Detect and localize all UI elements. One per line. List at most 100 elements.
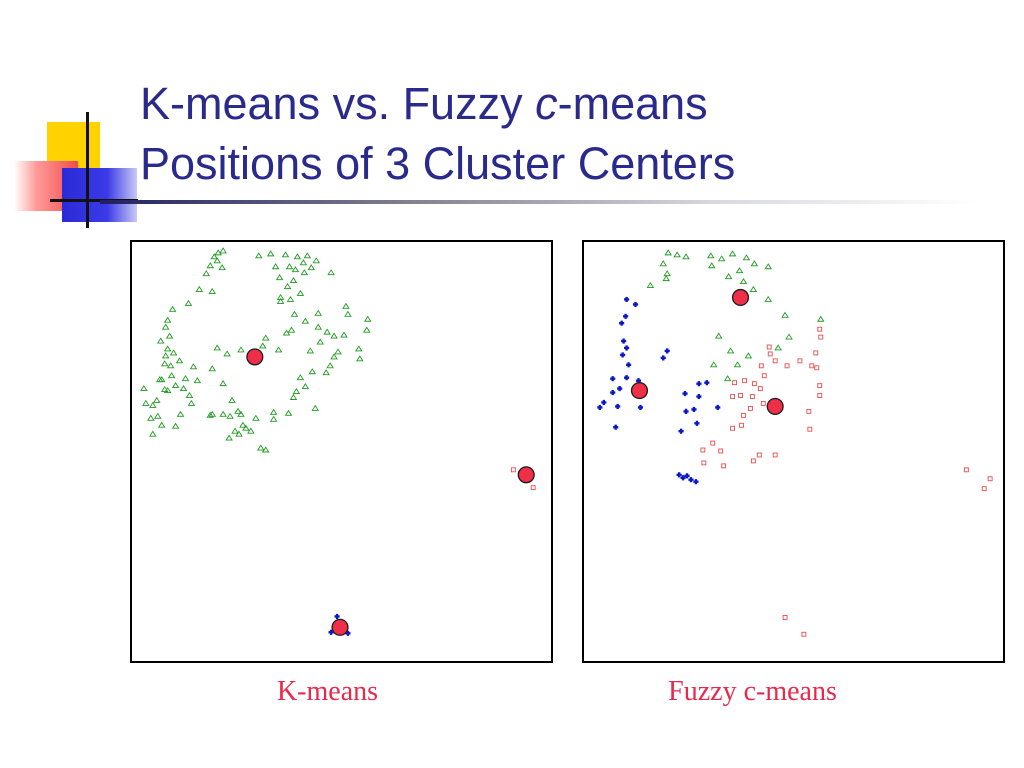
blue-cluster-point: [624, 375, 630, 381]
green-cluster-point: [659, 260, 668, 267]
green-cluster-point: [312, 257, 321, 264]
red-cluster-point: [814, 365, 820, 371]
green-cluster-point: [214, 249, 222, 256]
green-cluster-point: [749, 285, 758, 292]
green-cluster-point: [213, 257, 221, 264]
green-cluster-point: [291, 266, 300, 273]
title-underline: [100, 200, 980, 204]
red-cluster-point: [742, 378, 747, 384]
blue-cluster-point: [610, 376, 616, 382]
green-cluster-point: [142, 399, 150, 406]
green-cluster-point: [728, 250, 737, 257]
red-cluster-point: [767, 351, 773, 357]
blue-cluster-point: [601, 399, 607, 406]
blue-cluster-point: [624, 345, 630, 351]
green-cluster-point: [149, 401, 157, 408]
green-cluster-point: [300, 269, 309, 276]
green-cluster-point: [723, 375, 732, 382]
green-cluster-point: [682, 253, 690, 260]
green-cluster-point: [239, 421, 247, 428]
green-cluster-point: [286, 295, 295, 302]
red-cluster-point: [750, 458, 756, 464]
blue-cluster-point: [610, 389, 616, 396]
green-cluster-point: [269, 408, 278, 415]
green-cluster-point: [299, 259, 308, 266]
blue-cluster-point: [715, 404, 721, 410]
green-cluster-point: [362, 326, 371, 333]
decor-horizontal-line: [50, 199, 138, 202]
green-cluster-point: [663, 270, 671, 277]
green-cluster-point: [271, 263, 280, 270]
green-cluster-point: [219, 380, 227, 387]
red-cluster-point: [749, 394, 755, 399]
slide-title-line-2: Positions of 3 Cluster Centers: [140, 138, 736, 189]
blue-cluster-point: [660, 355, 666, 361]
red-cluster-point: [813, 350, 819, 356]
blue-cluster-point: [632, 301, 639, 307]
green-cluster-point: [219, 410, 227, 417]
green-cluster-point: [709, 361, 718, 368]
red-cluster-point: [758, 363, 764, 369]
green-cluster-point: [261, 446, 270, 453]
green-cluster-point: [717, 255, 726, 262]
green-cluster-point: [219, 247, 227, 254]
blue-cluster-point: [621, 338, 627, 344]
green-cluster-point: [314, 309, 322, 316]
green-cluster-point: [163, 345, 172, 352]
green-cluster-point: [726, 347, 735, 354]
blue-cluster-point: [345, 630, 351, 636]
red-cluster-point: [739, 422, 744, 428]
green-cluster-point: [326, 362, 334, 369]
green-cluster-point: [281, 251, 290, 258]
green-cluster-point: [256, 444, 265, 451]
green-cluster-point: [206, 411, 215, 418]
green-cluster-point: [181, 375, 190, 382]
green-cluster-point: [140, 384, 148, 392]
green-cluster-point: [269, 415, 278, 422]
green-cluster-point: [708, 262, 716, 269]
green-cluster-point: [646, 281, 655, 289]
blue-cluster-point: [615, 403, 621, 410]
green-cluster-point: [187, 399, 196, 406]
cluster-center-marker: [517, 466, 535, 484]
green-cluster-point: [195, 285, 204, 292]
green-cluster-point: [157, 421, 166, 428]
green-cluster-point: [296, 289, 305, 296]
blue-cluster-point: [623, 313, 629, 319]
red-cluster-point: [761, 373, 767, 379]
red-cluster-point: [806, 408, 812, 414]
green-cluster-point: [742, 254, 751, 261]
green-cluster-point: [163, 386, 172, 394]
green-cluster-point: [327, 269, 335, 276]
blue-cluster-point: [637, 404, 644, 410]
green-cluster-point: [363, 315, 372, 322]
red-cluster-point: [817, 383, 823, 389]
red-cluster-point: [817, 326, 823, 332]
green-cluster-point: [149, 430, 157, 437]
red-cluster-point: [700, 447, 706, 453]
fuzzy-cmeans-plot-panel: [582, 240, 1005, 663]
red-cluster-point: [766, 344, 772, 350]
green-cluster-point: [735, 267, 744, 274]
green-cluster-point: [293, 253, 302, 260]
green-cluster-point: [714, 332, 723, 339]
green-cluster-point: [724, 273, 733, 280]
green-cluster-point: [330, 353, 338, 360]
green-cluster-point: [168, 305, 177, 312]
green-cluster-point: [296, 374, 305, 381]
green-cluster-point: [193, 377, 202, 384]
title-prefix: K-means vs. Fuzzy: [140, 78, 536, 129]
blue-cluster-point: [704, 380, 710, 386]
green-cluster-point: [228, 396, 236, 403]
green-cluster-point: [816, 315, 825, 322]
green-cluster-point: [163, 316, 172, 323]
green-cluster-point: [218, 264, 226, 271]
green-cluster-point: [330, 332, 338, 339]
green-cluster-point: [179, 384, 188, 392]
slide-title-line-1: K-means vs. Fuzzy c-means: [140, 81, 708, 126]
green-cluster-point: [225, 434, 233, 441]
green-cluster-point: [161, 323, 170, 330]
green-cluster-point: [289, 277, 298, 284]
red-cluster-point: [981, 486, 987, 492]
green-cluster-point: [255, 252, 263, 259]
